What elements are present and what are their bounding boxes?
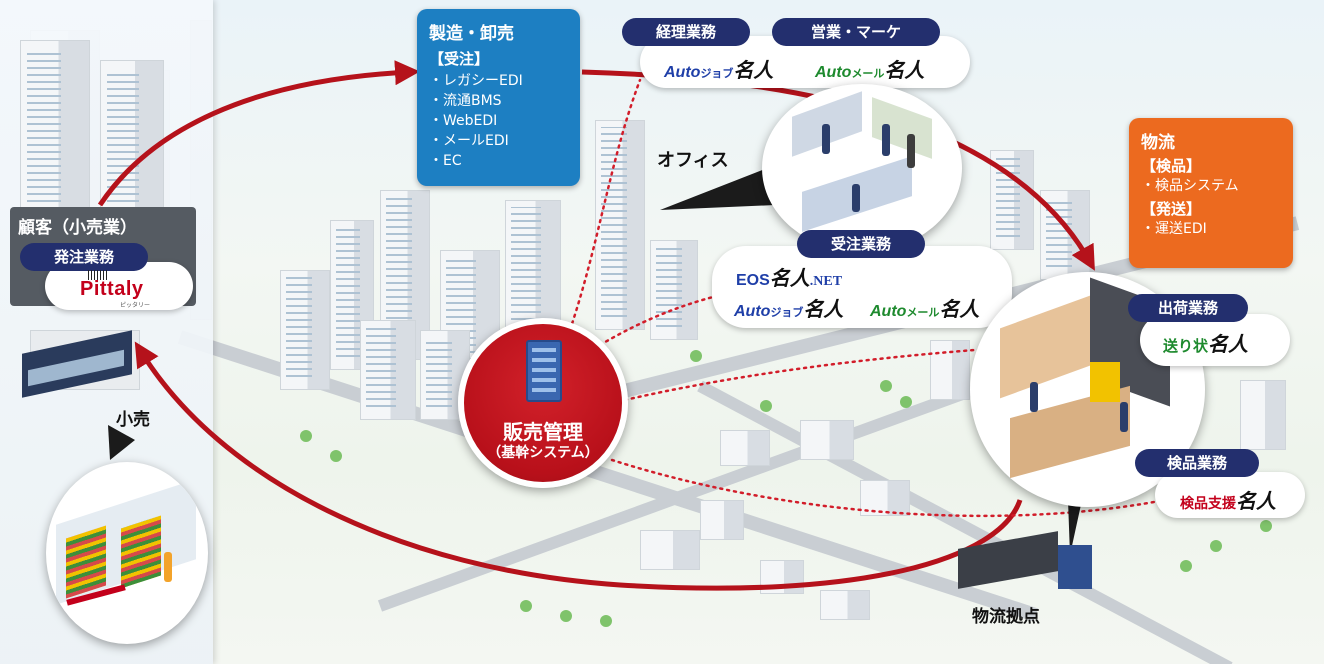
product-eos-meijin: EOS名人.NET xyxy=(736,268,843,290)
manufacturing-title: 製造・卸売 xyxy=(429,24,514,44)
list-item: 運送EDI xyxy=(1141,219,1281,239)
retail-store-scene xyxy=(46,462,208,644)
list-item: レガシーEDI xyxy=(429,71,568,91)
manufacturing-list: レガシーEDI 流通BMS WebEDI メールEDI EC xyxy=(429,71,568,171)
product-okurijo-meijin: 送り状名人 xyxy=(1163,334,1249,356)
shipping-products xyxy=(1140,314,1290,366)
pittaly-logo-text: Pittaly xyxy=(80,278,144,300)
server-icon xyxy=(526,340,562,402)
list-item: 検品システム xyxy=(1141,176,1281,196)
shipping-list: 運送EDI xyxy=(1141,219,1281,239)
tag-purchase-order: 発注業務 xyxy=(20,243,148,271)
product-auto-job-meijin-top: Autoジョブ名人 xyxy=(664,60,774,82)
tag-order-processing: 受注業務 xyxy=(797,230,925,258)
office-products-orders xyxy=(712,246,1012,328)
office-scene xyxy=(762,84,962,252)
product-auto-mail-meijin: Autoメール名人 xyxy=(870,299,980,321)
pittaly-logo-sub: ピッタリー xyxy=(120,302,151,309)
product-kenpin-meijin: 検品支援名人 xyxy=(1180,491,1276,513)
list-item: EC xyxy=(429,151,568,171)
market-store-illustration xyxy=(22,330,132,398)
list-item: メールEDI xyxy=(429,131,568,151)
tag-sales-marketing: 営業・マーケ xyxy=(772,18,940,46)
list-item: 流通BMS xyxy=(429,91,568,111)
tag-shipping: 出荷業務 xyxy=(1128,294,1248,322)
manufacturing-box: 製造・卸売 【受注】 レガシーEDI 流通BMS WebEDI メールEDI E… xyxy=(417,9,580,186)
office-label: オフィス xyxy=(657,150,729,171)
core-system: 販売管理 （基幹システム） xyxy=(458,318,628,488)
product-auto-mail-meijin-top: Autoメール名人 xyxy=(815,60,925,82)
manufacturing-section: 【受注】 xyxy=(429,50,490,68)
core-system-title: 販売管理 xyxy=(503,420,583,444)
inspection-list: 検品システム xyxy=(1141,176,1281,196)
arrow-customer-to-maker xyxy=(97,60,420,207)
tag-accounting: 経理業務 xyxy=(622,18,750,46)
shipping-section: 【発送】 xyxy=(1141,200,1202,218)
logistics-hub-illustration xyxy=(958,530,1118,600)
core-system-subtitle: （基幹システム） xyxy=(487,445,599,461)
customer-title: 顧客（小売業） xyxy=(18,218,137,238)
inspection-section: 【検品】 xyxy=(1141,157,1202,175)
product-auto-job-meijin: Autoジョブ名人 xyxy=(734,299,844,321)
list-item: WebEDI xyxy=(429,111,568,131)
logistics-title: 物流 xyxy=(1141,133,1175,153)
barcode-icon xyxy=(88,270,108,280)
tag-inspection: 検品業務 xyxy=(1135,449,1259,477)
retail-label: 小売 xyxy=(116,410,150,430)
logistics-box: 物流 【検品】 検品システム 【発送】 運送EDI xyxy=(1129,118,1293,268)
pittaly-logo: Pittaly ピッタリー xyxy=(80,270,160,309)
logistics-hub-label: 物流拠点 xyxy=(972,607,1040,627)
inspection-products xyxy=(1155,472,1305,518)
